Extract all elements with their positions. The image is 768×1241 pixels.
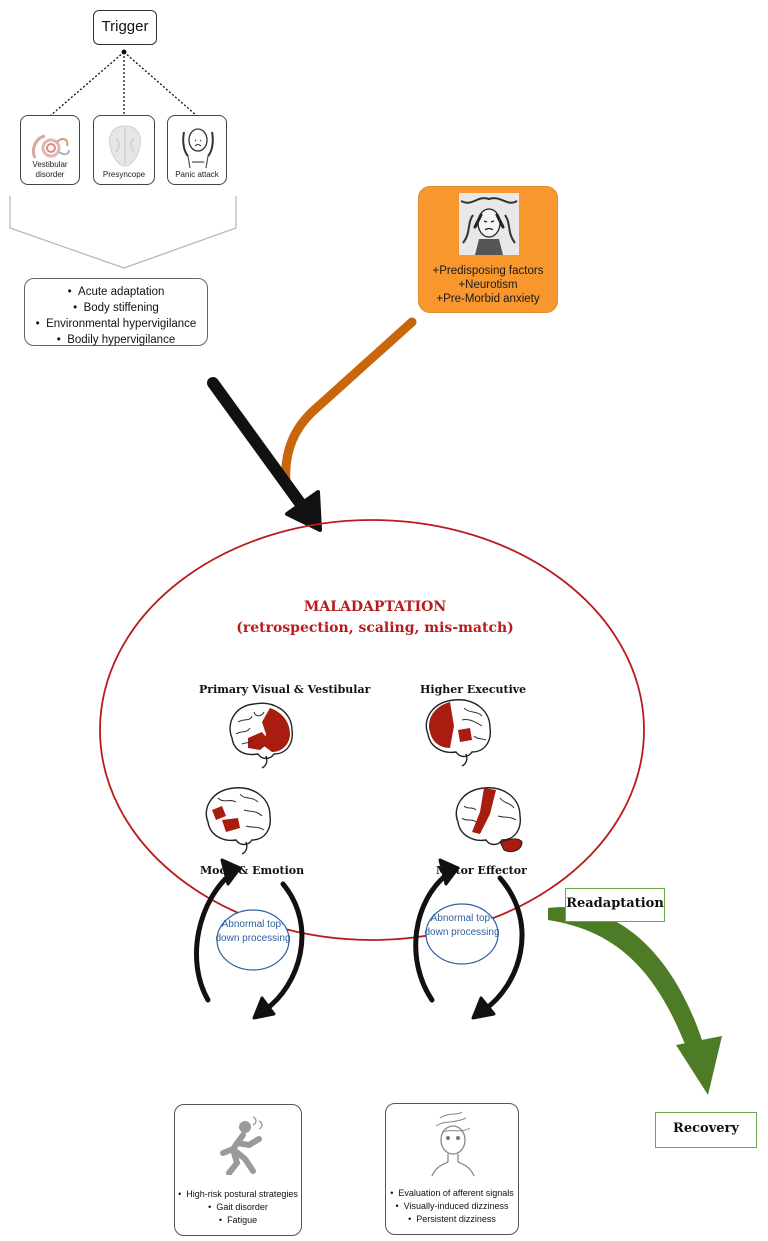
postural-list: High-risk postural strategies Gait disor… <box>175 1188 301 1227</box>
cycle-arrowhead-down-left <box>252 996 276 1020</box>
maladaptation-title: MALADAPTATION <box>303 599 447 615</box>
cycle-arrow-down-left <box>262 881 305 1013</box>
recovery-label: Recovery <box>673 1121 739 1136</box>
trigger-box: Trigger <box>93 10 157 45</box>
predisposing-item: +Neurotism <box>458 279 518 291</box>
cycle-arrowhead-down-right <box>471 996 496 1020</box>
trigger-presyncope-box: Presyncope <box>93 115 155 185</box>
brain-visual-vestibular-icon <box>229 702 293 769</box>
process-ellipse-left <box>216 909 290 971</box>
brain-mood-emotion-icon <box>205 787 271 855</box>
process-ellipse-right <box>425 903 499 965</box>
trigger-panic-box: Panic attack <box>167 115 227 185</box>
trigger-connector-left <box>49 51 125 117</box>
green-arrow-head <box>676 1036 722 1095</box>
outcome-postural-box: High-risk postural strategies Gait disor… <box>174 1104 302 1236</box>
acute-list: Acute adaptation Body stiffening Environ… <box>25 284 207 348</box>
trigger-presyncope-label: Presyncope <box>102 170 146 179</box>
dizzy-head-icon <box>431 1111 475 1177</box>
dizziness-item: Evaluation of afferent signals <box>386 1187 518 1200</box>
predisposing-factors-box: +Predisposing factors +Neurotism +Pre-Mo… <box>418 186 558 313</box>
brain-label-higher-executive: Higher Executive <box>420 683 527 696</box>
trigger-panic-label: Panic attack <box>175 170 219 179</box>
brain-higher-executive-icon <box>425 699 491 767</box>
cycle-arrowhead-up-left <box>220 858 242 886</box>
outcome-dizziness-box: Evaluation of afferent signals Visually-… <box>385 1103 519 1235</box>
green-arrow-body <box>548 907 702 1052</box>
orange-arrow <box>281 317 417 487</box>
inner-ear-icon <box>31 134 70 159</box>
dizziness-list: Evaluation of afferent signals Visually-… <box>386 1187 518 1226</box>
brain-label-motor-effector: Motor Effector <box>436 864 527 877</box>
grouping-brace <box>9 196 237 269</box>
brain-label-visual-vestibular: Primary Visual & Vestibular <box>199 683 371 696</box>
maladaptation-ellipse <box>99 519 645 941</box>
predisposing-item: +Pre-Morbid anxiety <box>436 293 540 305</box>
postural-item: Fatigue <box>175 1214 301 1227</box>
acute-item: Acute adaptation <box>25 284 207 300</box>
maladaptation-subtitle: (retrospection, scaling, mis-match) <box>236 620 514 636</box>
falling-person-icon <box>220 1116 263 1175</box>
anxious-woman-icon <box>459 193 519 255</box>
dizziness-item: Persistent dizziness <box>386 1213 518 1226</box>
postural-item: High-risk postural strategies <box>175 1188 301 1201</box>
panic-person-icon <box>182 128 214 169</box>
postural-item: Gait disorder <box>175 1201 301 1214</box>
acute-item: Environmental hypervigilance <box>25 316 207 332</box>
black-arrow-shaft <box>207 377 306 509</box>
readaptation-box: Readaptation <box>565 888 665 922</box>
trigger-vestibular-label: Vestibular disorder <box>32 160 68 179</box>
brain-icon <box>109 125 141 167</box>
predisposing-item: +Predisposing factors <box>432 265 544 277</box>
cycle-arrow-up-right <box>413 869 453 1003</box>
brain-motor-effector-icon <box>455 787 523 853</box>
acute-adaptation-box: Acute adaptation Body stiffening Environ… <box>24 278 208 346</box>
trigger-label: Trigger <box>101 18 149 35</box>
cycle-arrowhead-up-right <box>438 858 460 886</box>
process-label-left: Abnormal top-down processing <box>215 919 291 944</box>
brain-label-mood-emotion: Mood & Emotion <box>200 864 305 877</box>
acute-item: Body stiffening <box>25 300 207 316</box>
recovery-box: Recovery <box>655 1112 757 1148</box>
dizziness-item: Visually-induced dizziness <box>386 1200 518 1213</box>
trigger-connector-right <box>123 51 198 117</box>
acute-item: Bodily hypervigilance <box>25 332 207 348</box>
cycle-arrow-up-left <box>194 869 236 1003</box>
cycle-arrow-down-right <box>481 875 525 1013</box>
process-label-right: Abnormal top-down processing <box>424 913 500 938</box>
black-arrow-head <box>285 490 322 532</box>
readaptation-label: Readaptation <box>566 896 664 911</box>
trigger-vestibular-box: Vestibular disorder <box>20 115 80 185</box>
predisposing-list: +Predisposing factors +Neurotism +Pre-Mo… <box>419 264 557 306</box>
